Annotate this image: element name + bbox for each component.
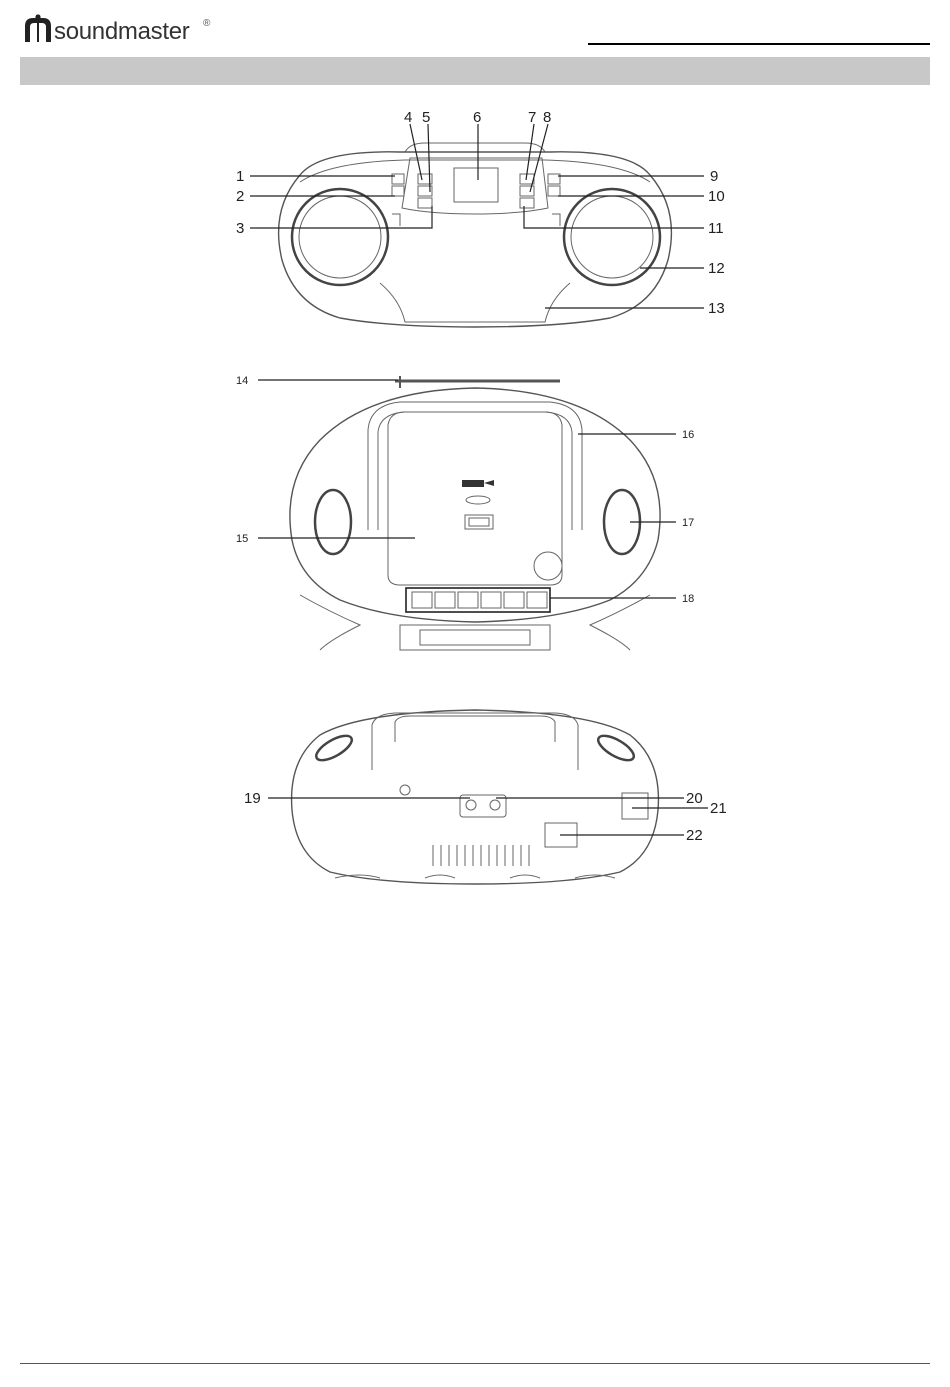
callout-label: 5	[422, 109, 430, 126]
callout-label: 16	[682, 429, 694, 441]
rear-view-figure: 19 20 21 22	[244, 710, 727, 884]
callout-label: 21	[710, 800, 727, 817]
callout-label: 12	[708, 260, 725, 277]
callout-label: 15	[236, 533, 248, 545]
callout-label: 4	[404, 109, 412, 126]
callout-label: 19	[244, 790, 261, 807]
callout-label: 14	[236, 375, 248, 387]
callout-label: 2	[236, 188, 244, 205]
callout-label: 20	[686, 790, 703, 807]
callout-label: 10	[708, 188, 725, 205]
callout-label: 22	[686, 827, 703, 844]
footer-rule	[20, 1363, 930, 1364]
callout-label: 18	[682, 593, 694, 605]
front-view-figure: 1 2 3 4 5 6 7 8 9 10 11 12 13	[236, 109, 725, 327]
callout-label: 3	[236, 220, 244, 237]
callout-label: 6	[473, 109, 481, 126]
callout-label: 11	[708, 220, 724, 237]
callout-label: 1	[236, 168, 244, 185]
callout-label: 9	[710, 168, 718, 185]
top-view-figure: 14 15 16 17 18	[236, 375, 694, 650]
callout-label: 17	[682, 517, 694, 529]
callout-label: 7	[528, 109, 536, 126]
callout-label: 13	[708, 300, 725, 317]
callout-label: 8	[543, 109, 551, 126]
